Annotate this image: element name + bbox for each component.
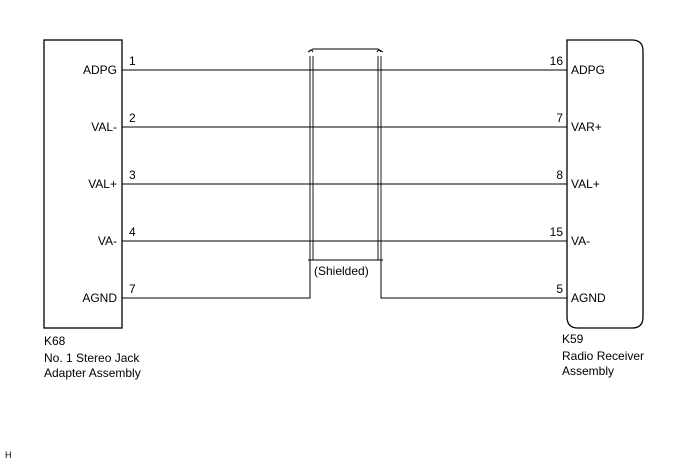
right-pin-label: AGND [571, 291, 606, 305]
right-pin-number: 7 [556, 111, 563, 125]
shield-tube [307, 48, 384, 261]
left-connector-name-line2: Adapter Assembly [44, 366, 141, 380]
left-pin-label: ADPG [83, 63, 117, 77]
left-pin-label: VAL- [91, 120, 117, 134]
right-pin-label: ADPG [571, 63, 605, 77]
wire-group: 1ADPG16ADPG2VAL-7VAR+3VAL+8VAL+4VA-15VA-… [82, 54, 606, 305]
right-pin-label: VA- [571, 234, 590, 248]
right-connector-name-line2: Assembly [562, 364, 614, 378]
right-connector-name-line1: Radio Receiver [562, 349, 644, 363]
right-pin-number: 8 [556, 168, 563, 182]
right-pin-number: 15 [550, 225, 564, 239]
left-pin-number: 2 [129, 111, 136, 125]
left-pin-number: 4 [129, 225, 136, 239]
right-pin-label: VAR+ [571, 120, 602, 134]
right-pin-number: 16 [550, 54, 564, 68]
left-pin-number: 1 [129, 54, 136, 68]
left-pin-label: VA- [98, 234, 117, 248]
left-connector-code: K68 [44, 334, 66, 348]
left-pin-number: 3 [129, 168, 136, 182]
right-pin-label: VAL+ [571, 177, 600, 191]
left-connector-name-line1: No. 1 Stereo Jack [44, 351, 140, 365]
right-pin-number: 5 [556, 282, 563, 296]
left-pin-number: 7 [129, 282, 136, 296]
left-pin-label: AGND [82, 291, 117, 305]
left-pin-label: VAL+ [88, 177, 117, 191]
corner-mark: H [5, 450, 12, 460]
shield-label: (Shielded) [314, 264, 369, 278]
wire-5 [122, 260, 567, 299]
right-connector-box [566, 39, 644, 329]
right-connector-code: K59 [562, 332, 584, 346]
